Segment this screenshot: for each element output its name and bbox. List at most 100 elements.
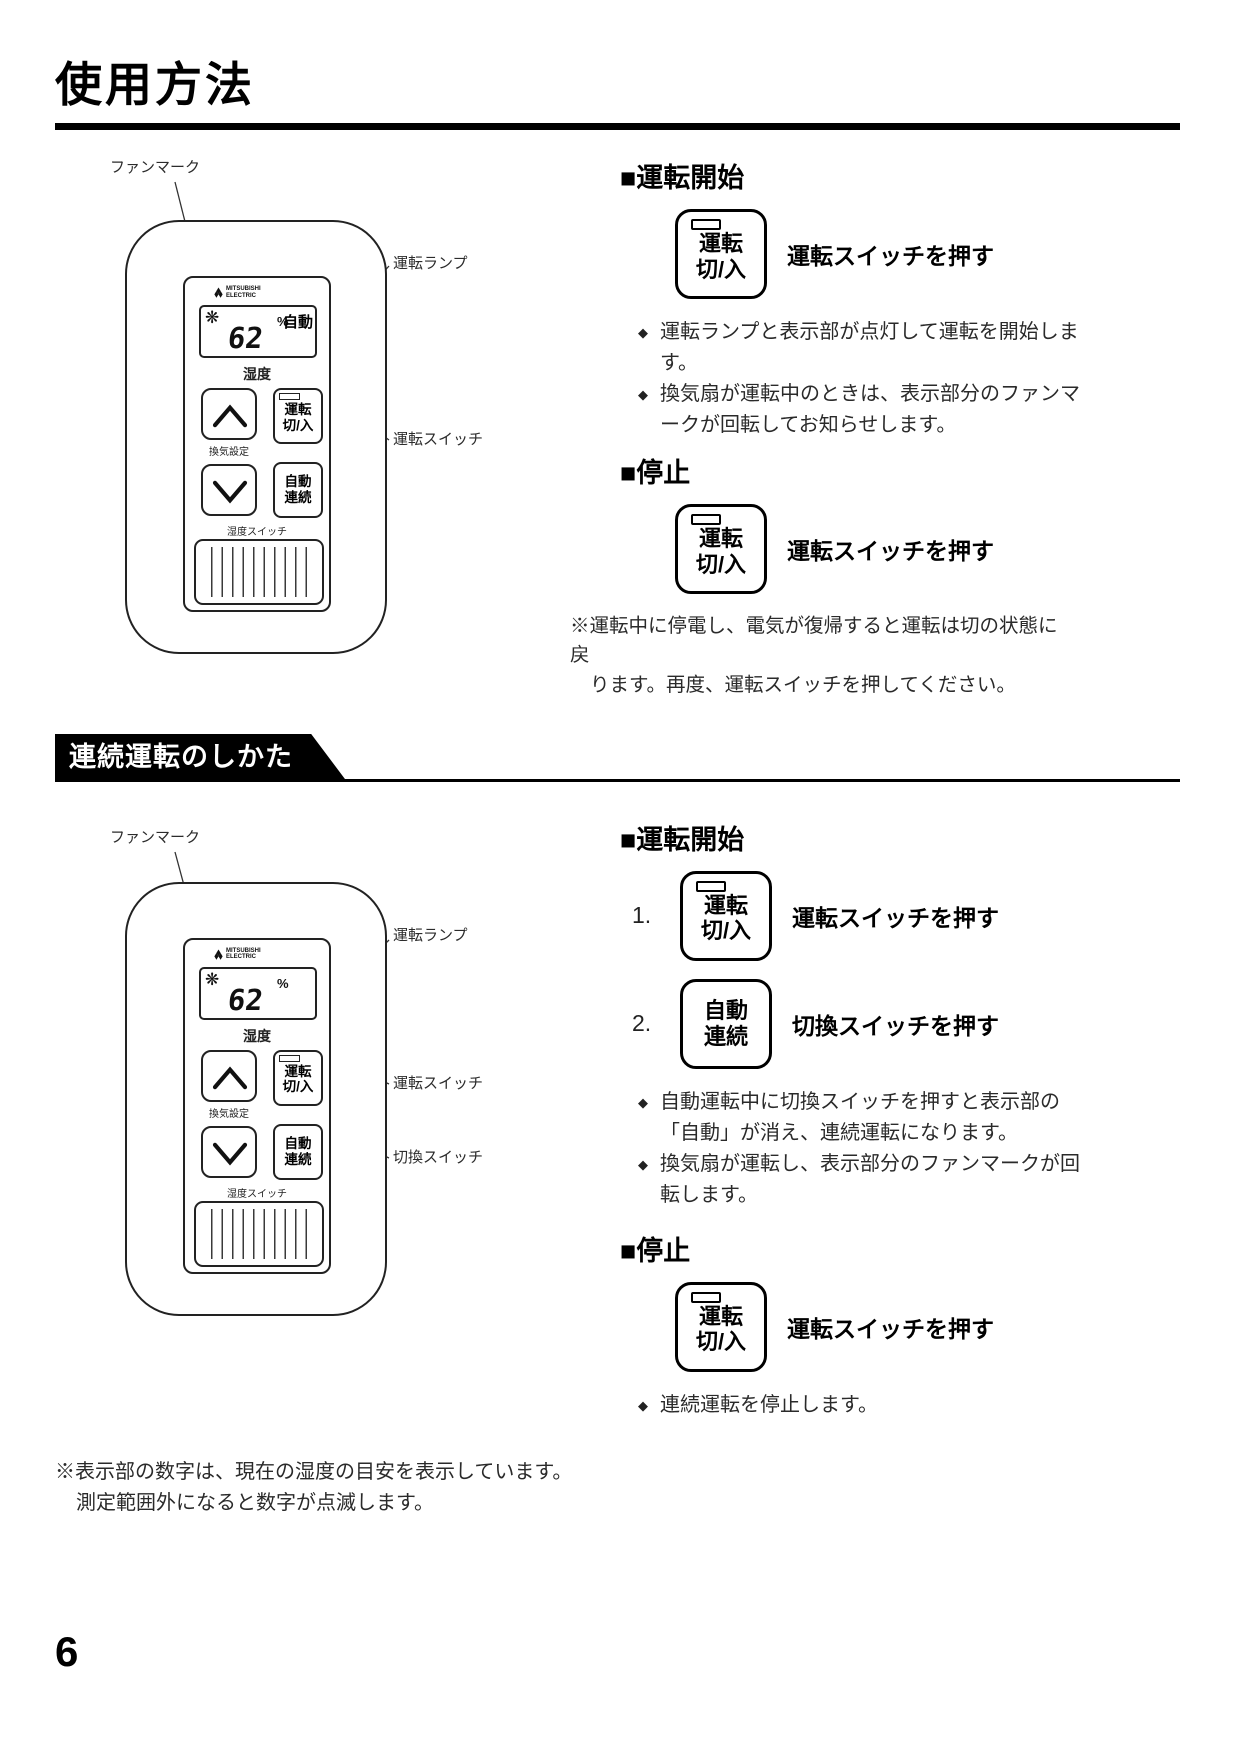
control-diagram-2: ファンマーク 運転ランプ 運転スイッチ 切換スイッチ MITSUBISHI EL… xyxy=(55,812,570,1342)
section-continuous-operation: ファンマーク 運転ランプ 運転スイッチ 切換スイッチ MITSUBISHI EL… xyxy=(55,812,1180,1431)
bullet-marker: ◆ xyxy=(638,387,648,402)
bullet-list: ◆ 自動運転中に切換スイッチを押すと表示部の「自動」が消え、連続運転になります。… xyxy=(638,1087,1098,1211)
run-switch-icon: 運転 切/入 xyxy=(675,504,767,594)
up-button xyxy=(201,388,257,440)
step-2: 2. 自動 連続 切換スイッチを押す xyxy=(632,978,1180,1069)
action-text: 運転スイッチを押す xyxy=(787,243,994,269)
instructions-1: ■運転開始 運転 切/入 運転スイッチを押す ◆ 運転ランプと表示部が点灯して運… xyxy=(570,150,1180,700)
bullet-text: 換気扇が運転中のときは、表示部分のファンマークが回転してお知らせします。 xyxy=(660,383,1080,436)
humidity-switch-label: 湿度スイッチ xyxy=(227,527,287,538)
vent-setting-label: 換気設定 xyxy=(209,1108,249,1120)
run-button-label-bottom: 切/入 xyxy=(282,417,314,433)
run-switch-button: 運転 切/入 xyxy=(273,1049,323,1106)
percent-sign: % xyxy=(277,314,289,329)
down-button xyxy=(201,464,257,516)
bullet-item: ◆ 換気扇が運転中のときは、表示部分のファンマークが回転してお知らせします。 xyxy=(638,379,1098,441)
bullet-text: 運転ランプと表示部が点灯して運転を開始します。 xyxy=(660,321,1079,374)
mode-button-label-bottom: 連続 xyxy=(284,490,312,505)
three-diamond-icon xyxy=(214,287,223,298)
run-button-label-top: 運転 xyxy=(284,1063,312,1079)
banner-rule xyxy=(55,779,1180,782)
bullet-list: ◆ 連続運転を停止します。 xyxy=(638,1390,1098,1421)
heading-stop: ■停止 xyxy=(620,1235,691,1266)
lcd-display: ❋ 62 % 自動 xyxy=(199,305,317,358)
mode-switch-icon: 自動 連続 xyxy=(680,978,772,1069)
run-button-label-bottom: 切/入 xyxy=(282,1079,314,1095)
humidity-label: 湿度 xyxy=(243,366,271,382)
callout-run-switch: 運転スイッチ xyxy=(393,431,484,448)
remote-plate: MITSUBISHI ELECTRIC ❋ 62 % 自動 湿度 xyxy=(125,220,387,654)
icon-lamp xyxy=(691,1291,721,1303)
icon-label-bottom: 連続 xyxy=(703,1023,748,1049)
bullet-marker: ◆ xyxy=(638,1094,648,1110)
footer-note: ※表示部の数字は、現在の湿度の目安を表示しています。 測定範囲外になると数字が点… xyxy=(55,1457,1180,1519)
run-switch-button: 運転 切/入 xyxy=(273,388,323,444)
bullet-item: ◆ 換気扇が運転し、表示部分のファンマークが回転します。 xyxy=(638,1149,1098,1211)
note-line1: ※運転中に停電し、電気が復帰すると運転は切の状態に戻 xyxy=(570,615,1058,667)
footer-note-line1: ※表示部の数字は、現在の湿度の目安を表示しています。 xyxy=(55,1460,573,1483)
bullet-text: 換気扇が運転し、表示部分のファンマークが回転します。 xyxy=(660,1152,1080,1206)
step-press-run-stop: 運転 切/入 運転スイッチを押す xyxy=(675,504,1180,594)
fan-mark-icon: ❋ xyxy=(205,969,220,989)
bullet-text: 自動運転中に切換スイッチを押すと表示部の「自動」が消え、連続運転になります。 xyxy=(660,1090,1060,1144)
footer-note-line2: 測定範囲外になると数字が点滅します。 xyxy=(76,1491,434,1514)
speaker-grille xyxy=(194,539,324,605)
callout-fan-mark: ファンマーク xyxy=(110,159,201,176)
step-press-run: 運転 切/入 運転スイッチを押す xyxy=(675,209,1180,299)
icon-lamp xyxy=(691,514,721,525)
mode-button-label-bottom: 連続 xyxy=(284,1151,312,1167)
step-press-run-stop: 運転 切/入 運転スイッチを押す xyxy=(675,1281,1180,1372)
bullet-item: ◆ 自動運転中に切換スイッチを押すと表示部の「自動」が消え、連続運転になります。 xyxy=(638,1087,1098,1149)
mode-button-label-top: 自動 xyxy=(284,474,312,490)
down-button xyxy=(201,1125,257,1178)
auto-indicator: 自動 xyxy=(282,314,313,331)
remote-unit: MITSUBISHI ELECTRIC ❋ 62 % 自動 湿度 xyxy=(183,276,331,612)
bullet-item: ◆ 運転ランプと表示部が点灯して運転を開始します。 xyxy=(638,317,1098,379)
icon-label-top: 自動 xyxy=(703,998,748,1024)
run-lamp-indicator xyxy=(279,1054,300,1062)
page-title: 使用方法 xyxy=(55,46,1180,130)
mode-switch-button: 自動 連続 xyxy=(273,462,323,518)
brand-text: MITSUBISHI ELECTRIC xyxy=(226,948,261,961)
icon-label-bottom: 切/入 xyxy=(695,1329,747,1355)
step-1: 1. 運転 切/入 運転スイッチを押す xyxy=(632,870,1180,961)
note-line2: ります。再度、運転スイッチを押してください。 xyxy=(590,673,1016,696)
action-text: 運転スイッチを押す xyxy=(787,1315,994,1342)
action-text: 切換スイッチを押す xyxy=(792,1012,999,1039)
speaker-grille xyxy=(194,1200,324,1267)
chevron-up-icon xyxy=(212,404,248,428)
heading-operation-start: ■運転開始 xyxy=(620,824,745,855)
icon-lamp xyxy=(691,219,721,230)
callout-toggle-switch: 切換スイッチ xyxy=(393,1148,484,1166)
run-button-label-top: 運転 xyxy=(284,402,312,417)
fan-mark-icon: ❋ xyxy=(205,308,220,327)
humidity-switch-label: 湿度スイッチ xyxy=(227,1188,287,1200)
control-diagram-1: ファンマーク 運転ランプ 運転スイッチ MITSUBISHI ELECTRIC xyxy=(55,150,570,665)
vent-setting-label: 換気設定 xyxy=(209,447,249,458)
humidity-label: 湿度 xyxy=(243,1027,271,1044)
heading-stop: ■停止 xyxy=(620,458,691,488)
chevron-down-icon xyxy=(212,1142,248,1166)
run-switch-icon: 運転 切/入 xyxy=(675,209,767,299)
up-button xyxy=(201,1049,257,1102)
percent-sign: % xyxy=(277,975,289,991)
remote-plate: MITSUBISHI ELECTRIC ❋ 62 % 湿度 xyxy=(125,881,387,1316)
icon-label-bottom: 切/入 xyxy=(695,256,747,282)
icon-label-top: 運転 xyxy=(698,1303,743,1329)
icon-label-bottom: 切/入 xyxy=(695,551,747,577)
section-banner: 連続運転のしかた xyxy=(55,734,347,782)
section-banner-wrap: 連続運転のしかた xyxy=(55,734,1180,782)
brand-line2: ELECTRIC xyxy=(226,954,256,961)
run-switch-icon: 運転 切/入 xyxy=(675,1281,767,1372)
humidity-value: 62 xyxy=(225,982,266,1017)
brand-text: MITSUBISHI ELECTRIC xyxy=(226,286,261,299)
chevron-up-icon xyxy=(212,1066,248,1089)
lcd-display: ❋ 62 % xyxy=(199,966,317,1020)
mode-switch-button: 自動 連続 xyxy=(273,1123,323,1180)
power-failure-note: ※運転中に停電し、電気が復帰すると運転は切の状態に戻 ります。再度、運転スイッチ… xyxy=(570,612,1075,700)
section-basic-operation: ファンマーク 運転ランプ 運転スイッチ MITSUBISHI ELECTRIC xyxy=(55,150,1180,700)
brand-line1: MITSUBISHI xyxy=(226,947,261,954)
action-text: 運転スイッチを押す xyxy=(787,538,994,564)
bullet-marker: ◆ xyxy=(638,325,648,340)
